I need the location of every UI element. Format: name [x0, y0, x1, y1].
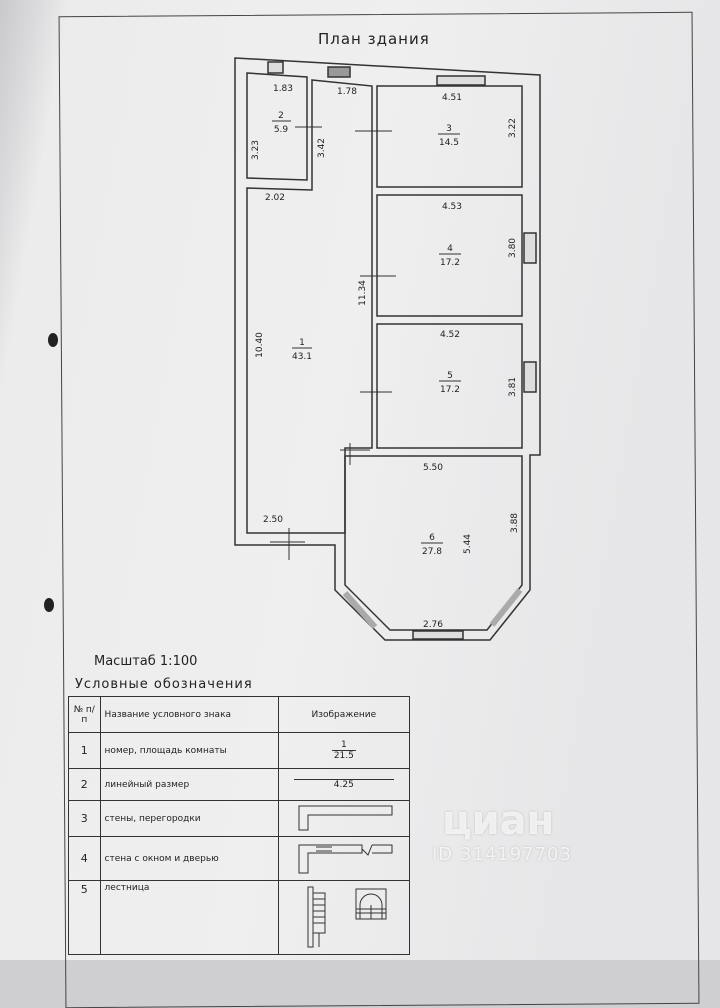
- row-number: 3: [68, 800, 101, 837]
- svg-text:3: 3: [446, 124, 452, 134]
- window: [412, 630, 464, 640]
- svg-text:2.50: 2.50: [263, 515, 283, 525]
- row-name: лестница: [99, 880, 279, 955]
- room-5-outline: [376, 323, 523, 449]
- dimension-labels: 1.83 1.78 4.51 2.02 4.53 4.52 5.50 2.50 …: [251, 84, 520, 630]
- wall-window-door-icon: [298, 844, 393, 874]
- room-label-3: 314.5: [438, 124, 460, 148]
- svg-text:17.2: 17.2: [440, 258, 460, 268]
- watermark-brand: циан: [442, 798, 555, 844]
- svg-text:1.78: 1.78: [337, 87, 357, 97]
- room-3-outline: [376, 85, 523, 188]
- header-image: Изображение: [277, 696, 411, 733]
- svg-text:5: 5: [447, 371, 453, 381]
- svg-text:43.1: 43.1: [292, 352, 312, 362]
- sample-dimension: 4.25: [293, 779, 394, 790]
- legend-title: Условные обозначения: [75, 677, 253, 692]
- row-number: 2: [68, 768, 101, 801]
- room-label-5: 517.2: [439, 371, 461, 395]
- watermark: циан ID 314197703: [432, 798, 572, 865]
- svg-text:3.80: 3.80: [508, 238, 518, 258]
- svg-text:14.5: 14.5: [439, 138, 459, 148]
- window: [489, 588, 523, 627]
- window: [523, 232, 537, 264]
- svg-text:1.83: 1.83: [273, 84, 293, 94]
- svg-text:4.53: 4.53: [442, 202, 462, 212]
- window: [327, 66, 351, 78]
- scale-label: Масштаб 1:100: [94, 654, 198, 669]
- row-number: 1: [68, 732, 101, 769]
- sample-area: 21.5: [333, 751, 354, 761]
- svg-text:4.52: 4.52: [440, 330, 460, 340]
- corridor-outline: [246, 79, 373, 534]
- legend-row: 3 стены, перегородки: [68, 800, 411, 837]
- svg-text:5.50: 5.50: [423, 463, 443, 473]
- room-label-2: 25.9: [272, 111, 291, 135]
- window: [436, 75, 486, 86]
- room-6-outline: [344, 455, 523, 631]
- legend-row: 5 лестница: [68, 880, 411, 955]
- row-number: 5: [68, 880, 101, 955]
- svg-text:4: 4: [447, 244, 453, 254]
- svg-text:3.81: 3.81: [508, 377, 518, 397]
- header-number: № п/п: [68, 696, 101, 733]
- row-name: линейный размер: [99, 768, 279, 801]
- svg-text:3.42: 3.42: [317, 138, 327, 158]
- row-image: [277, 836, 411, 881]
- sample-number: 1: [331, 740, 356, 751]
- row-image: [277, 800, 411, 837]
- room-label-4: 417.2: [439, 244, 461, 268]
- room-2-outline: [246, 72, 308, 181]
- outer-wall: [234, 57, 541, 641]
- binder-hole: [44, 598, 54, 612]
- window: [523, 361, 537, 393]
- svg-text:6: 6: [429, 533, 435, 543]
- wall-sample-icon: [298, 805, 393, 831]
- watermark-id: ID 314197703: [432, 844, 572, 865]
- header-name: Название условного знака: [99, 696, 279, 733]
- row-name: стены, перегородки: [99, 800, 279, 837]
- floor-plan: 143.1 25.9 314.5 417.2 517.2 627.8 1.83 …: [234, 57, 541, 641]
- svg-text:3.23: 3.23: [251, 140, 261, 160]
- svg-text:2: 2: [278, 111, 284, 121]
- legend-header-row: № п/п Название условного знака Изображен…: [68, 696, 411, 733]
- svg-text:17.2: 17.2: [440, 385, 460, 395]
- room-label-6: 627.8: [421, 533, 443, 557]
- svg-text:5.44: 5.44: [463, 534, 473, 554]
- svg-text:2.02: 2.02: [265, 193, 285, 203]
- page-title: План здания: [318, 30, 430, 48]
- svg-text:27.8: 27.8: [422, 547, 442, 557]
- row-image: [277, 880, 411, 955]
- svg-text:3.88: 3.88: [510, 513, 520, 533]
- row-name: стена с окном и дверью: [99, 836, 279, 881]
- row-name: номер, площадь комнаты: [99, 732, 279, 769]
- svg-text:3.22: 3.22: [508, 118, 518, 138]
- svg-text:10.40: 10.40: [255, 332, 265, 358]
- row-number: 4: [68, 836, 101, 881]
- room-4-outline: [376, 194, 523, 317]
- row-image: 4.25: [277, 768, 411, 801]
- legend-row: 2 линейный размер 4.25: [68, 768, 411, 801]
- svg-text:4.51: 4.51: [442, 93, 462, 103]
- window: [267, 61, 284, 74]
- svg-text:5.9: 5.9: [274, 125, 289, 135]
- room-label-1: 143.1: [292, 338, 312, 362]
- window: [342, 591, 378, 629]
- svg-text:11.34: 11.34: [358, 280, 368, 306]
- svg-text:1: 1: [299, 338, 305, 348]
- legend-row: 4 стена с окном и дверью: [68, 836, 411, 881]
- legend-table: № п/п Название условного знака Изображен…: [68, 696, 411, 955]
- svg-text:2.76: 2.76: [423, 620, 443, 630]
- binder-hole: [48, 333, 58, 347]
- door-marks: [270, 126, 396, 560]
- stairs-icon: [307, 886, 387, 948]
